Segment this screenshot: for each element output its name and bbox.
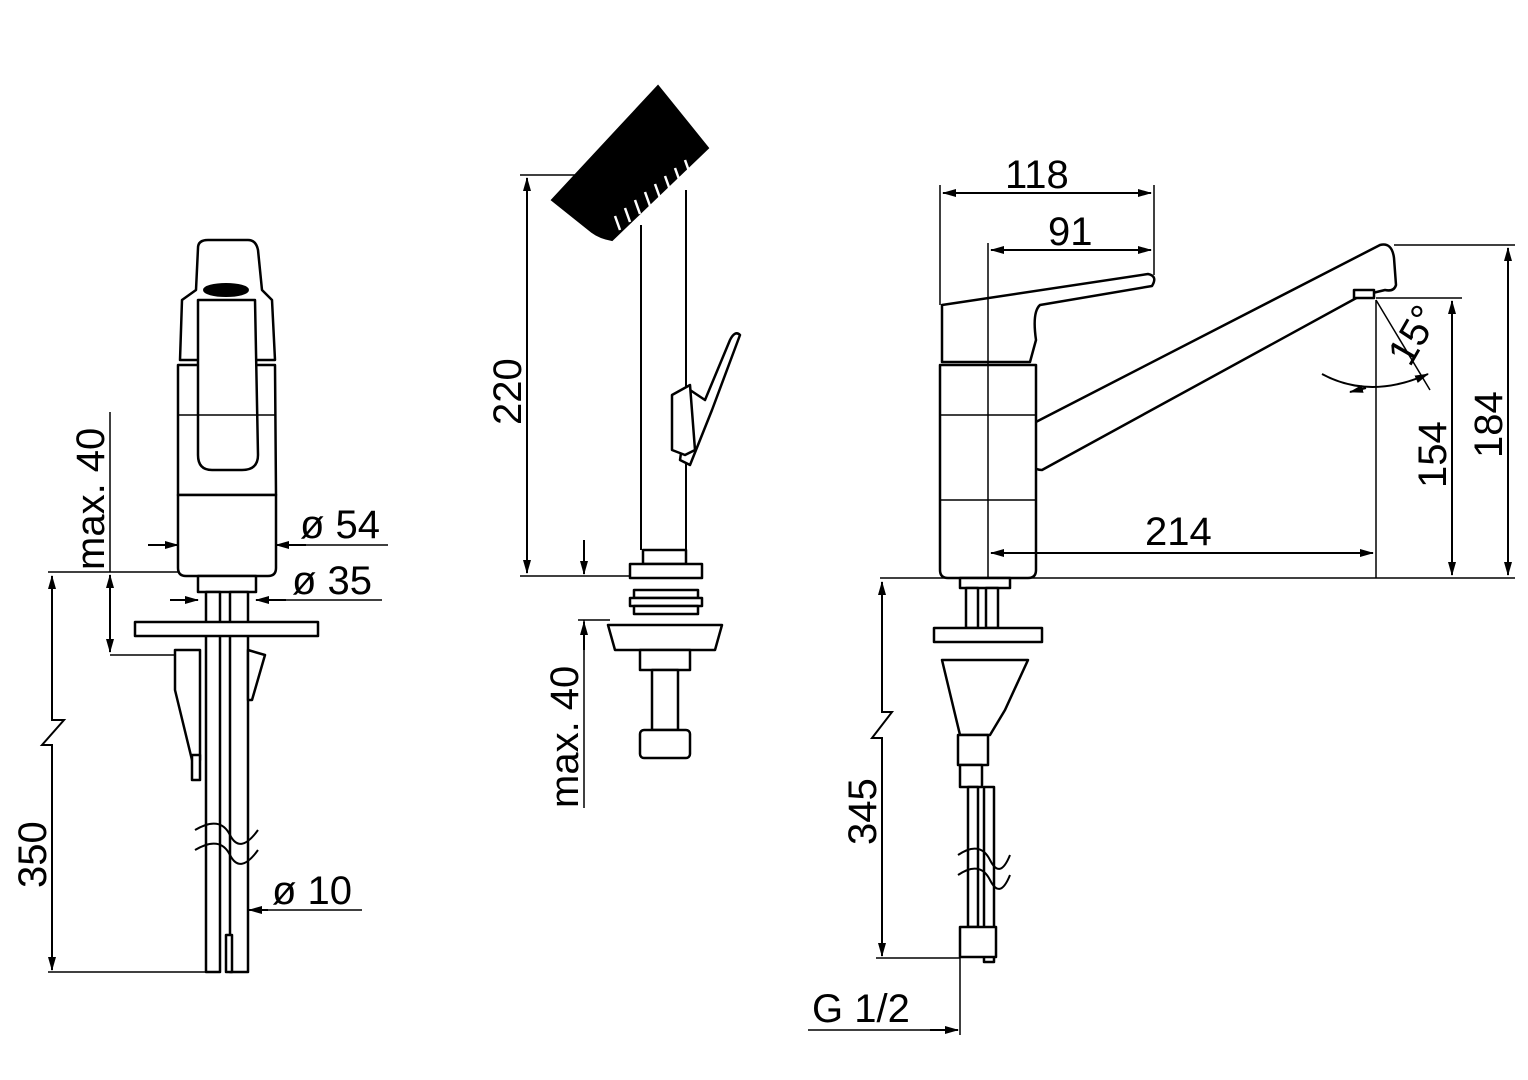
front-lever-grip	[196, 298, 260, 472]
front-hose-end	[224, 933, 234, 974]
right-shank-left	[964, 586, 980, 630]
right-base	[958, 576, 1012, 590]
front-clamp-screw	[190, 753, 202, 782]
angle-arrow	[1349, 384, 1367, 393]
right-hose-fitting	[958, 925, 998, 959]
right-label-swivel-angle: 15°	[1380, 298, 1448, 372]
right-mounting-plate	[932, 626, 1044, 644]
right-label-thread: G 1/2	[812, 987, 910, 1031]
side-spray-nozzles	[613, 159, 692, 231]
right-hose-1	[966, 785, 980, 929]
front-clamp	[173, 648, 202, 762]
side-spray-head	[550, 84, 710, 242]
side-trigger-body	[670, 383, 697, 457]
side-nut	[606, 623, 724, 652]
front-label-max-depth: max. 40	[69, 428, 113, 570]
front-body-lower	[176, 493, 278, 578]
right-lever	[940, 272, 1156, 364]
side-base-ring	[628, 562, 704, 580]
side-connector	[650, 668, 680, 732]
right-hose-break	[957, 847, 1011, 870]
right-clamp-lower	[956, 733, 990, 767]
right-hose-break-2	[957, 867, 1011, 890]
right-spout	[1028, 243, 1398, 472]
right-label-outlet-height: 154	[1411, 421, 1455, 488]
right-label-lever-length: 118	[1005, 153, 1069, 197]
right-shank-right	[984, 586, 1000, 630]
right-label-hose-length: 345	[841, 778, 885, 845]
front-hose-break-2	[194, 842, 259, 865]
side-view: 220 max. 40	[486, 84, 742, 808]
right-hose-2	[982, 785, 996, 964]
front-view: max. 40 ø 54 ø 35 350 ø 10	[11, 238, 388, 974]
dim-line-350-break	[39, 576, 67, 968]
front-label-base-diameter: ø 35	[292, 559, 372, 603]
right-view: 118 91 214 154 184 15° 345 G 1/2	[808, 153, 1515, 1035]
front-label-hose-length: 350	[11, 821, 55, 888]
side-label-max-depth: max. 40	[543, 666, 587, 808]
front-hose-break	[194, 822, 259, 845]
dim-line-345-break	[869, 582, 895, 955]
right-aerator	[1352, 288, 1376, 300]
side-collar	[641, 548, 688, 566]
right-clamp	[940, 658, 1030, 737]
front-label-body-diameter: ø 54	[300, 503, 380, 547]
front-clamp-right	[246, 648, 267, 702]
front-base	[196, 574, 258, 594]
front-shank-left	[204, 590, 222, 974]
side-thread-3	[632, 604, 700, 616]
side-trigger	[678, 332, 742, 467]
front-mounting-plate	[133, 620, 320, 638]
side-connector-end	[638, 728, 692, 760]
right-connector	[958, 763, 984, 789]
angle-arc	[1321, 373, 1429, 388]
front-label-hose-diameter: ø 10	[272, 869, 352, 913]
side-label-height: 220	[486, 358, 530, 425]
right-label-lever-offset: 91	[1048, 210, 1093, 254]
front-hose	[228, 590, 250, 974]
right-label-spout-reach: 214	[1145, 510, 1212, 554]
right-label-total-height: 184	[1467, 391, 1511, 458]
front-lever-slot	[203, 283, 249, 297]
side-nut-lower	[638, 648, 692, 672]
